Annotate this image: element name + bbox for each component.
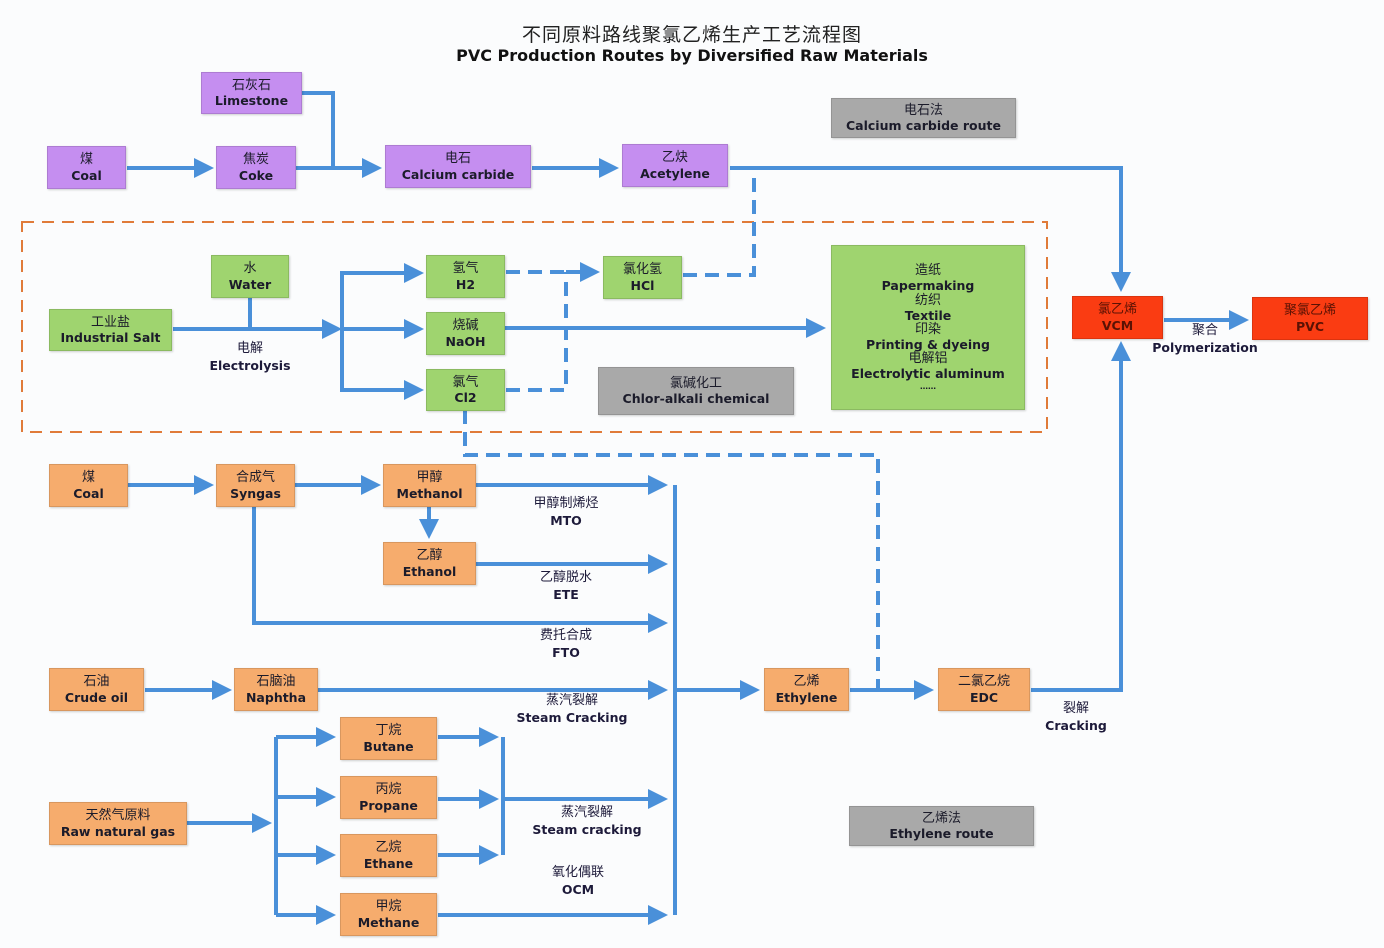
node-water: 水 Water [211, 255, 289, 298]
title-zh: 不同原料路线聚氯乙烯生产工艺流程图 [521, 24, 862, 46]
node-raw-natural-gas: 天然气原料 Raw natural gas [49, 802, 187, 845]
node-limestone: 石灰石 Limestone [201, 72, 302, 114]
node-cl2: 氯气 Cl2 [426, 369, 505, 411]
node-acetylene: 乙炔 Acetylene [622, 144, 728, 187]
node-methanol: 甲醇 Methanol [383, 464, 476, 507]
node-pvc: 聚氯乙烯 PVC [1252, 297, 1368, 340]
node-h2: 氢气 H2 [426, 255, 505, 298]
node-coke: 焦炭 Coke [216, 146, 296, 189]
route-label-ethylene: 乙烯法 Ethylene route [849, 806, 1034, 846]
node-ethane: 乙烷 Ethane [340, 834, 437, 877]
node-applications: 造纸 Papermaking 纺织 Textile 印染 Printing & … [831, 245, 1025, 410]
arrow-acetylene-vcm [730, 166, 1131, 292]
dashed-hcl-acetylene [683, 168, 756, 277]
arrow-edc-vcm [1031, 341, 1131, 692]
node-butane: 丁烷 Butane [340, 717, 437, 760]
label-steam-cracking-gas: 蒸汽裂解 Steam cracking [532, 805, 642, 837]
node-methane: 甲烷 Methane [340, 893, 437, 936]
label-cracking: 裂解 Cracking [1045, 701, 1107, 733]
node-naphtha: 石脑油 Naphtha [234, 668, 318, 711]
node-calcium-carbide: 电石 Calcium carbide [385, 145, 531, 188]
node-edc: 二氯乙烷 EDC [938, 668, 1030, 711]
node-ethanol: 乙醇 Ethanol [383, 542, 476, 585]
node-vcm: 氯乙烯 VCM [1072, 296, 1163, 339]
dashed-cl2-hcl [506, 272, 568, 392]
arrow-to-h2 [340, 263, 424, 329]
node-industrial-salt: 工业盐 Industrial Salt [49, 309, 172, 351]
route-label-calcium-carbide: 电石法 Calcium carbide route [831, 98, 1016, 138]
node-propane: 丙烷 Propane [340, 776, 437, 819]
node-coal-top: 煤 Coal [47, 146, 126, 189]
label-electrolysis: 电解 Electrolysis [209, 341, 291, 373]
label-steam-cracking-naphtha: 蒸汽裂解 Steam Cracking [516, 693, 628, 725]
arrow-syngas-fto [252, 506, 668, 633]
node-naoh: 烧碱 NaOH [426, 312, 505, 355]
node-crude-oil: 石油 Crude oil [49, 668, 144, 711]
label-ocm: 氧化偶联 OCM [551, 865, 604, 897]
label-mto: 甲醇制烯烃 MTO [533, 496, 599, 528]
dashed-cl2-edc [463, 410, 880, 690]
label-fto: 费托合成 FTO [539, 628, 592, 660]
label-polymerization: 聚合 Polymerization [1152, 323, 1258, 355]
arrow-limestone-junction [302, 91, 335, 168]
node-coal-bottom: 煤 Coal [49, 464, 128, 507]
node-syngas: 合成气 Syngas [216, 464, 295, 507]
node-ethylene: 乙烯 Ethylene [764, 668, 849, 711]
route-label-chlor-alkali: 氯碱化工 Chlor-alkali chemical [598, 367, 794, 415]
title-en: PVC Production Routes by Diversified Raw… [456, 46, 928, 65]
arrow-to-cl2 [340, 329, 424, 400]
chlor-alkali-region-border [21, 221, 1048, 433]
node-hcl: 氯化氢 HCl [603, 256, 682, 299]
label-ete: 乙醇脱水 ETE [539, 570, 592, 602]
